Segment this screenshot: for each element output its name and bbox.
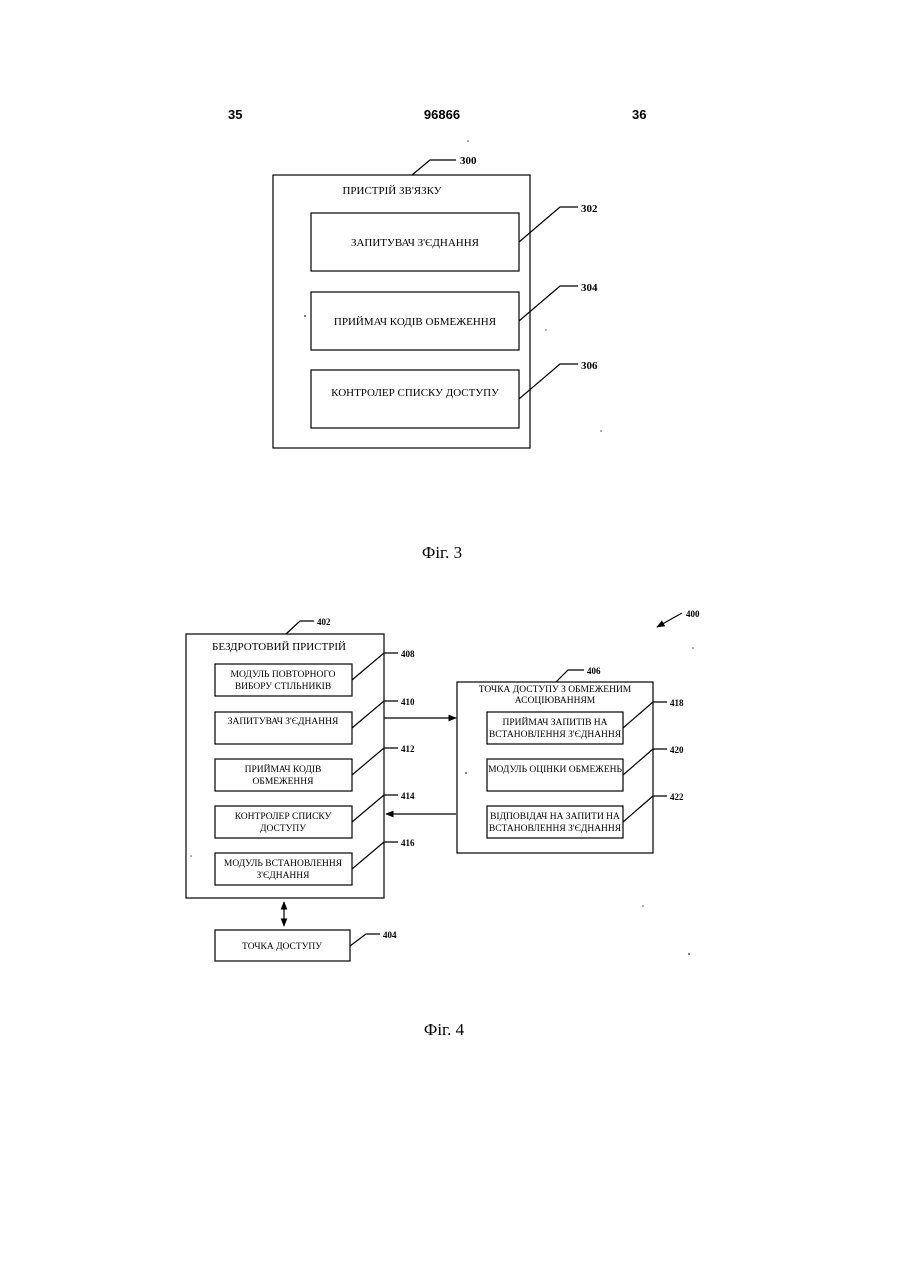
access-list-controller-block bbox=[311, 370, 519, 428]
connection-requester-module-label: ЗАПИТУВАЧ З'ЄДНАННЯ bbox=[228, 717, 339, 727]
leader-402 bbox=[286, 621, 314, 634]
leader-306 bbox=[519, 364, 578, 399]
communication-device-title: ПРИСТРІЙ ЗВ'ЯЗКУ bbox=[342, 185, 441, 197]
connection-establishment-module-line2: З'ЄДНАННЯ bbox=[256, 871, 310, 881]
restricted-ap-title-line2: АСОЦІЮВАННЯМ bbox=[515, 696, 596, 706]
leader-304 bbox=[519, 286, 578, 321]
ref-304: 304 bbox=[581, 282, 598, 294]
speck bbox=[688, 953, 690, 955]
ref-414: 414 bbox=[401, 791, 415, 801]
access-list-controller-module-line1: КОНТРОЛЕР СПИСКУ bbox=[235, 812, 332, 822]
restriction-code-receiver-label: ПРИЙМАЧ КОДІВ ОБМЕЖЕННЯ bbox=[334, 316, 497, 328]
right-page-number: 36 bbox=[632, 107, 646, 122]
ref-408: 408 bbox=[401, 649, 415, 659]
speck bbox=[545, 329, 547, 331]
ref-422: 422 bbox=[670, 792, 684, 802]
ref-420: 420 bbox=[670, 745, 684, 755]
figure-3: 300 ПРИСТРІЙ ЗВ'ЯЗКУ ЗАПИТУВАЧ З'ЄДНАННЯ… bbox=[273, 155, 598, 562]
ref-406: 406 bbox=[587, 666, 601, 676]
speck bbox=[190, 855, 192, 857]
patent-number: 96866 bbox=[424, 107, 460, 122]
leader-414 bbox=[352, 795, 398, 822]
ref-410: 410 bbox=[401, 697, 415, 707]
access-list-controller-module-line2: ДОСТУПУ bbox=[260, 824, 306, 834]
leader-406 bbox=[556, 670, 584, 682]
ref-404: 404 bbox=[383, 930, 397, 940]
cell-reselection-label-line1: МОДУЛЬ ПОВТОРНОГО bbox=[231, 670, 336, 680]
connection-establishment-module-line1: МОДУЛЬ ВСТАНОВЛЕННЯ bbox=[224, 859, 343, 869]
leader-410 bbox=[352, 701, 398, 728]
speck bbox=[692, 647, 694, 649]
connection-request-responder-line2: ВСТАНОВЛЕННЯ З'ЄДНАННЯ bbox=[489, 824, 622, 834]
connection-request-responder-line1: ВІДПОВІДАЧ НА ЗАПИТИ НА bbox=[490, 812, 620, 822]
speck bbox=[467, 140, 469, 142]
leader-302 bbox=[519, 207, 578, 242]
ref-302: 302 bbox=[581, 203, 598, 215]
restriction-evaluation-module bbox=[487, 759, 623, 791]
restriction-code-receiver-module-line2: ОБМЕЖЕННЯ bbox=[253, 777, 315, 787]
leader-422 bbox=[623, 796, 667, 822]
connection-requester-label: ЗАПИТУВАЧ З'ЄДНАННЯ bbox=[351, 237, 480, 249]
ref-306: 306 bbox=[581, 360, 598, 372]
left-page-number: 35 bbox=[228, 107, 242, 122]
connection-request-receiver-line1: ПРИЙМАЧ ЗАПИТІВ НА bbox=[502, 716, 607, 728]
restriction-code-receiver-module-line1: ПРИЙМАЧ КОДІВ bbox=[245, 763, 322, 775]
speck bbox=[465, 772, 467, 774]
leader-412 bbox=[352, 748, 398, 775]
restricted-ap-title-line1: ТОЧКА ДОСТУПУ З ОБМЕЖЕНИМ bbox=[479, 685, 632, 695]
leader-416 bbox=[352, 842, 398, 869]
cell-reselection-label-line2: ВИБОРУ СТІЛЬНИКІВ bbox=[235, 682, 331, 692]
access-point-label: ТОЧКА ДОСТУПУ bbox=[242, 942, 322, 952]
arrow-400 bbox=[657, 613, 682, 627]
access-list-controller-label: КОНТРОЛЕР СПИСКУ ДОСТУПУ bbox=[331, 387, 499, 399]
leader-420 bbox=[623, 749, 667, 775]
figure-4: 400 402 БЕЗДРОТОВИЙ ПРИСТРІЙ МОДУЛЬ ПОВТ… bbox=[186, 609, 700, 1039]
figure-3-caption: Фіг. 3 bbox=[422, 543, 462, 562]
ref-416: 416 bbox=[401, 838, 415, 848]
ref-400: 400 bbox=[686, 609, 700, 619]
leader-404 bbox=[350, 934, 380, 946]
speck bbox=[600, 430, 602, 432]
leader-418 bbox=[623, 702, 667, 728]
wireless-device-title: БЕЗДРОТОВИЙ ПРИСТРІЙ bbox=[212, 641, 346, 653]
connection-request-receiver-line2: ВСТАНОВЛЕННЯ З'ЄДНАННЯ bbox=[489, 730, 622, 740]
ref-418: 418 bbox=[670, 698, 684, 708]
ref-300: 300 bbox=[460, 155, 477, 167]
figure-4-caption: Фіг. 4 bbox=[424, 1020, 465, 1039]
leader-408 bbox=[352, 653, 398, 680]
restriction-evaluation-label: МОДУЛЬ ОЦІНКИ ОБМЕЖЕНЬ bbox=[488, 765, 622, 775]
speck bbox=[642, 905, 644, 907]
speck bbox=[304, 315, 306, 317]
ref-412: 412 bbox=[401, 744, 415, 754]
leader-300 bbox=[412, 160, 456, 175]
ref-402: 402 bbox=[317, 617, 331, 627]
